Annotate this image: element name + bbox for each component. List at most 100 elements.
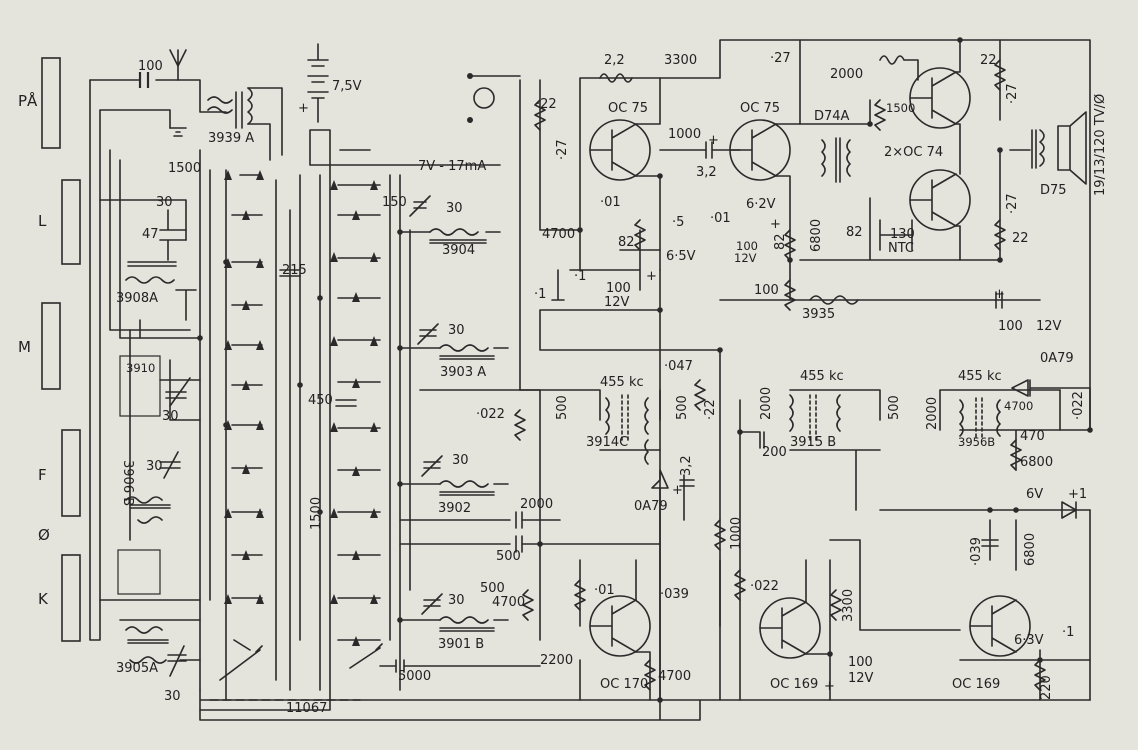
- diode-0a79-a: 0A79: [634, 499, 668, 514]
- band-tab-f[interactable]: [61, 429, 81, 517]
- if-section: [467, 73, 1091, 701]
- val-r82a: 82: [618, 235, 635, 250]
- coil-3939a: 3939 A: [208, 131, 254, 146]
- val-c01c: ·01: [594, 583, 615, 598]
- val-c500b: 500: [496, 549, 521, 564]
- val-r100: 100: [754, 283, 779, 298]
- val-c500c: 500: [555, 395, 570, 420]
- val-c30h: 30: [452, 453, 469, 468]
- val-c022a: ·022: [476, 407, 505, 422]
- coil-3956b: 3956B: [958, 435, 995, 449]
- val-c2000a: 2000: [520, 497, 553, 512]
- val-r22a: ·22: [536, 97, 557, 112]
- rail-6v2: 6·2V: [746, 197, 776, 212]
- val-c30c: 30: [146, 459, 163, 474]
- if-freq-3: 455 kc: [958, 369, 1002, 384]
- rail-6v5: 6·5V: [666, 249, 696, 264]
- val-c500e: 500: [887, 395, 902, 420]
- label-oc75-b: OC 75: [740, 101, 780, 116]
- val-c1: ·1: [534, 287, 546, 302]
- band-tab-l[interactable]: [61, 179, 81, 265]
- band-tab-k[interactable]: [61, 554, 81, 642]
- val-r5: ·5: [672, 215, 684, 230]
- band-tabs: PÅ L M F Ø K: [18, 57, 81, 642]
- val-c200: 200: [762, 445, 787, 460]
- oscillator-bank: [199, 43, 661, 711]
- plus-one: +1: [1068, 487, 1087, 502]
- val-r3300a: 3300: [664, 53, 697, 68]
- band-label-k: K: [38, 590, 49, 608]
- rail-6v3: 6·3V: [1014, 633, 1044, 648]
- val-r6800a: 6800: [809, 219, 824, 252]
- speaker-note: 19/13/120 TV/Ø: [1093, 94, 1108, 196]
- label-oc75-a: OC 75: [608, 101, 648, 116]
- val-c2000c: 2000: [925, 397, 940, 430]
- val-r22b: 22: [980, 53, 997, 68]
- val-c100_12: 100: [606, 281, 631, 296]
- coil-3905a: 3905A: [116, 661, 158, 676]
- val-r470: 470: [1020, 429, 1045, 444]
- val-r1000a: 1000: [668, 127, 701, 142]
- plus-g: +: [994, 287, 1005, 302]
- coil-3910: 3910: [126, 361, 155, 375]
- val-r47: 47: [142, 227, 159, 242]
- if-freq-2: 455 kc: [800, 369, 844, 384]
- val-c500a: 500: [480, 581, 505, 596]
- val-r1000b: 1000: [729, 517, 744, 550]
- coil-d75: D75: [1040, 183, 1067, 198]
- val-c30i: 30: [448, 593, 465, 608]
- val-c500d: 500: [675, 395, 690, 420]
- val-c450: 450: [308, 393, 333, 408]
- coil-3906b: 3906 B: [120, 460, 135, 506]
- val-v12d: 12V: [848, 671, 874, 686]
- band-label-pa: PÅ: [18, 91, 38, 110]
- val-c1b: ·1: [1062, 625, 1074, 640]
- val-c039b: ·039: [660, 587, 689, 602]
- plus-c: +: [824, 679, 835, 694]
- val-r27c: ·27: [1005, 83, 1020, 104]
- val-r3300b: 3300: [841, 589, 856, 622]
- band-tab-m[interactable]: [41, 302, 61, 390]
- val-r82b: 82: [773, 233, 788, 250]
- val-c3_2b: 3,2: [679, 455, 694, 476]
- val-c30a: 30: [156, 195, 173, 210]
- val-c215: 215: [282, 263, 307, 278]
- audio-section: [551, 39, 1091, 431]
- coil-11067: 11067: [286, 701, 327, 716]
- resistors: [514, 59, 1046, 691]
- val-c27a: ·27: [555, 139, 570, 160]
- val-c2000b: 2000: [759, 387, 774, 420]
- coil-3914c: 3914C: [586, 435, 628, 450]
- val-r220: 220: [1039, 675, 1054, 700]
- val-v12b: 12V: [734, 251, 757, 265]
- supply-current: 7V - 17mA: [418, 159, 486, 174]
- val-r6800b: 6800: [1020, 455, 1053, 470]
- coil-d74a: D74A: [814, 109, 850, 124]
- coil-3904: 3904: [442, 243, 475, 258]
- plus-e: +: [646, 269, 657, 284]
- val-r22c: 22: [1012, 231, 1029, 246]
- val-c100: 100: [138, 59, 163, 74]
- diode-0a79-b: 0A79: [1040, 351, 1074, 366]
- plus-f: +: [770, 217, 781, 232]
- coil-3901b: 3901 B: [438, 637, 484, 652]
- val-r4700c: 4700: [492, 595, 525, 610]
- val-r82c: 82: [846, 225, 863, 240]
- val-c01b: ·01: [710, 211, 731, 226]
- plus-a: +: [298, 101, 309, 116]
- val-r2_2: 2,2: [604, 53, 625, 68]
- band-tab-pa[interactable]: [41, 57, 61, 149]
- val-c100_12d: 100: [848, 655, 873, 670]
- val-c3_2a: 3,2: [696, 165, 717, 180]
- band-label-m: M: [18, 338, 31, 356]
- label-oc169-b: OC 169: [952, 677, 1000, 692]
- label-oc169-a: OC 169: [770, 677, 818, 692]
- val-r22d: ·22: [703, 399, 718, 420]
- coil-3908a: 3908A: [116, 291, 158, 306]
- label-ntc: NTC: [888, 241, 914, 256]
- val-r1500a: 1500: [886, 101, 915, 115]
- val-c01a: ·01: [600, 195, 621, 210]
- if-freq-1: 455 kc: [600, 375, 644, 390]
- val-c022b: ·022: [1071, 391, 1086, 420]
